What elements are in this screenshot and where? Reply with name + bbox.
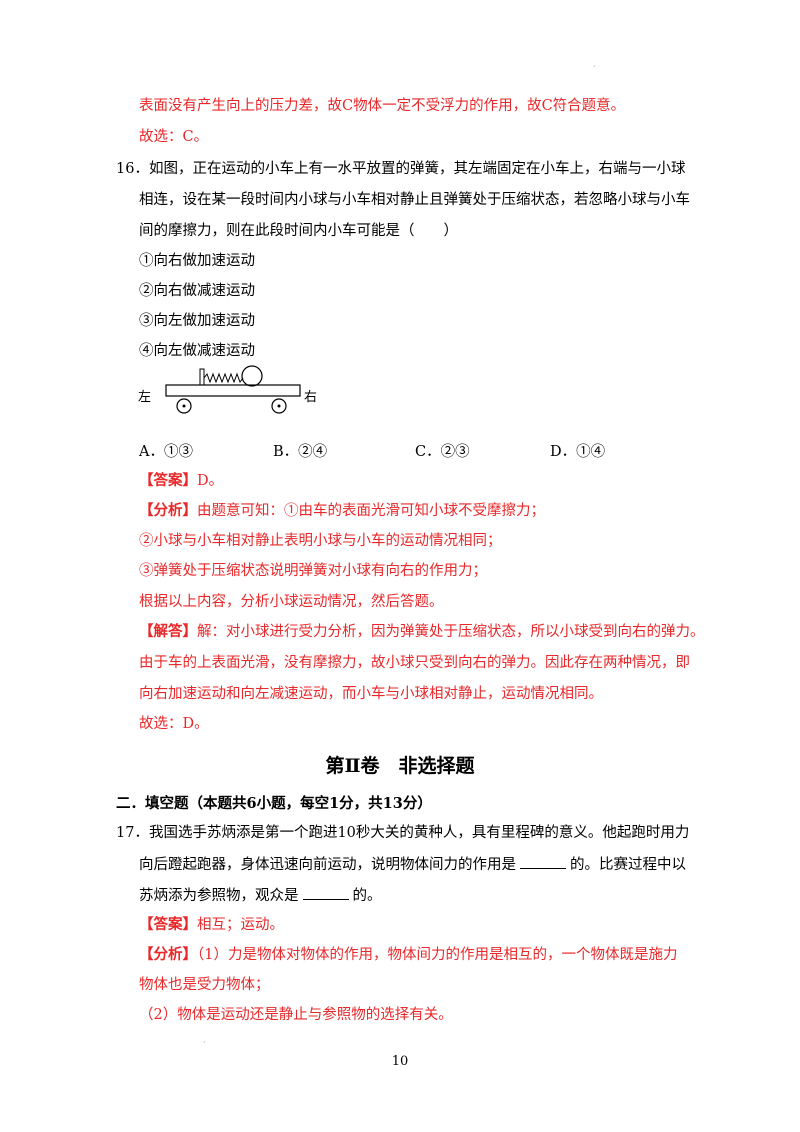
q17-answer-tag: 【答案】 bbox=[139, 916, 197, 933]
wheel-right-axle bbox=[277, 404, 281, 408]
prev-choice: 故选：C。 bbox=[139, 129, 209, 145]
section-2-heading: 二．填空题（本题共6小题，每空1分，共13分） bbox=[116, 795, 432, 812]
q17-stem-2a: 向后蹬起跑器，身体迅速向前运动，说明物体间力的作用是 bbox=[139, 857, 516, 873]
q17-stem-3: 苏炳添为参照物，观众是 的。 bbox=[139, 885, 382, 906]
q17-stem-2b: 的。比赛过程中以 bbox=[570, 857, 686, 873]
q17-answer-text: 相互；运动。 bbox=[197, 917, 284, 933]
ball bbox=[241, 365, 263, 387]
q17-analysis-1: 【分析】（1）力是物体对物体的作用，物体间力的作用是相互的，一个物体既是施力 bbox=[139, 945, 677, 965]
figure-left-label: 左 bbox=[138, 390, 151, 405]
q17-answer: 【答案】相互；运动。 bbox=[139, 915, 284, 935]
answer-blank-1[interactable] bbox=[520, 854, 566, 869]
q16-item-2: ②向右做减速运动 bbox=[139, 283, 255, 299]
q17-analysis-text: （1）力是物体对物体的作用，物体间力的作用是相互的，一个物体既是施力 bbox=[197, 947, 678, 963]
q17-analysis-2: 物体也是受力物体； bbox=[139, 977, 270, 993]
q17-analysis-3: （2）物体是运动还是静止与参照物的选择有关。 bbox=[139, 1007, 453, 1023]
q16-item-4: ④向左做减速运动 bbox=[139, 343, 255, 359]
answer-blank-2[interactable] bbox=[302, 885, 349, 900]
scan-dot: · bbox=[203, 1038, 206, 1047]
q17-stem-2: 向后蹬起跑器，身体迅速向前运动，说明物体间力的作用是 的。比赛过程中以 bbox=[139, 854, 686, 875]
q16-stem-3: 间的摩擦力，则在此段时间内小车可能是（ ） bbox=[139, 223, 458, 239]
q16-choice: 故选：D。 bbox=[139, 716, 209, 732]
solution-tag: 【解答】 bbox=[139, 623, 197, 640]
analysis-text: 由题意可知：①由车的表面光滑可知小球不受摩擦力； bbox=[197, 503, 545, 519]
option-c: C．②③ bbox=[415, 444, 470, 460]
q16-analysis-4: 根据以上内容，分析小球运动情况，然后答题。 bbox=[139, 594, 444, 610]
prev-solution-line: 表面没有产生向上的压力差，故C物体一定不受浮力的作用，故C符合题意。 bbox=[139, 98, 626, 114]
spring bbox=[203, 372, 244, 384]
q17-stem-3b: 的。 bbox=[352, 888, 382, 904]
q16-stem-1: 16．如图，正在运动的小车上有一水平放置的弹簧，其左端固定在小车上，右端与一小球 bbox=[116, 161, 686, 177]
q16-analysis-2: ②小球与小车相对静止表明小球与小车的运动情况相同； bbox=[139, 533, 502, 549]
option-b: B．②④ bbox=[273, 444, 328, 460]
spring-wall bbox=[199, 368, 205, 386]
q16-item-3: ③向左做加速运动 bbox=[139, 313, 255, 329]
option-a: A．①③ bbox=[139, 444, 193, 460]
q16-solution-1: 【解答】解：对小球进行受力分析，因为弹簧处于压缩状态，所以小球受到向右的弹力。 bbox=[139, 622, 705, 642]
q17-analysis-tag: 【分析】 bbox=[139, 946, 197, 963]
q16-solution-3: 向右加速运动和向左减速运动，而小车与小球相对静止，运动情况相同。 bbox=[139, 686, 603, 702]
q16-solution-2: 由于车的上表面光滑，没有摩擦力，故小球只受到向右的弹力。因此存在两种情况，即 bbox=[139, 655, 690, 671]
q17-stem-3a: 苏炳添为参照物，观众是 bbox=[139, 888, 299, 904]
scan-dot: · bbox=[593, 62, 596, 71]
q16-analysis-3: ③弹簧处于压缩状态说明弹簧对小球有向右的作用力； bbox=[139, 563, 487, 579]
solution-text: 解：对小球进行受力分析，因为弹簧处于压缩状态，所以小球受到向右的弹力。 bbox=[197, 624, 705, 640]
q16-answer: 【答案】D。 bbox=[139, 471, 223, 491]
cart-spring-ball-figure: 左 右 bbox=[138, 365, 317, 414]
page-number: 10 bbox=[391, 1054, 409, 1069]
answer-text: D。 bbox=[197, 473, 224, 489]
part-ii-title: 第Ⅱ卷 非选择题 bbox=[325, 755, 475, 777]
q16-stem-2: 相连，设在某一段时间内小球与小车相对静止且弹簧处于压缩状态，若忽略小球与小车 bbox=[139, 192, 690, 208]
wheel-left-axle bbox=[182, 404, 186, 408]
option-d: D．①④ bbox=[550, 444, 606, 460]
figure-right-label: 右 bbox=[304, 390, 317, 405]
cart-body bbox=[165, 384, 301, 397]
q17-stem-1: 17．我国选手苏炳添是第一个跑进10秒大关的黄种人，具有里程碑的意义。他起跑时用… bbox=[116, 825, 690, 841]
analysis-tag: 【分析】 bbox=[139, 502, 197, 519]
answer-tag: 【答案】 bbox=[139, 472, 197, 489]
q16-analysis-1: 【分析】由题意可知：①由车的表面光滑可知小球不受摩擦力； bbox=[139, 501, 545, 521]
q16-item-1: ①向右做加速运动 bbox=[139, 253, 255, 269]
